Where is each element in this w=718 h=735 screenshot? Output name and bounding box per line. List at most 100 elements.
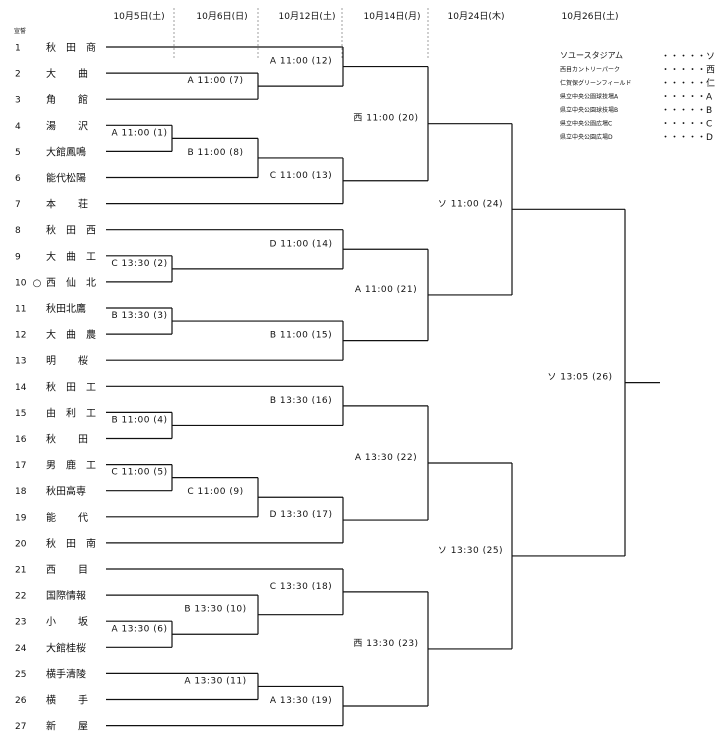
team-number: 12 xyxy=(15,331,26,341)
legend-venue-name: 県立中央公園球技場B xyxy=(560,106,618,114)
team-number: 2 xyxy=(15,70,21,80)
team-name: 西目 xyxy=(46,565,110,576)
legend-venue-name: 県立中央公園広場D xyxy=(560,133,613,141)
team-number: 7 xyxy=(15,200,21,210)
team-name: 横手 xyxy=(46,694,110,707)
game-label: 西 11:00 (20) xyxy=(353,113,418,124)
team-name: 大曲 xyxy=(46,67,110,80)
team-name: 秋田商 xyxy=(46,41,106,54)
team-name: 西仙北 xyxy=(46,276,106,289)
team-number: 19 xyxy=(15,513,27,523)
team-name: 能代 xyxy=(46,511,110,524)
game-label: C 11:00 (5) xyxy=(111,468,167,478)
legend-venue-abbr: ・・・・・A xyxy=(661,93,713,103)
team-number: 17 xyxy=(15,461,26,471)
game-label: A 11:00 (1) xyxy=(111,128,167,138)
team-name: 新屋 xyxy=(46,720,110,733)
team-number: 1 xyxy=(15,44,21,54)
game-label: A 13:30 (22) xyxy=(355,453,417,463)
game-label: C 13:30 (18) xyxy=(270,582,332,592)
game-label: A 13:30 (11) xyxy=(184,676,246,686)
game-label: B 11:00 (15) xyxy=(270,331,332,341)
team-number: 9 xyxy=(15,252,21,262)
team-name: 由利工 xyxy=(46,406,106,419)
team-number: 18 xyxy=(15,487,27,497)
team-number: 15 xyxy=(15,409,26,419)
team-name: 秋田北鷹 xyxy=(46,302,86,315)
game-labels: A 11:00 (7) A 11:00 (12) A 11:00 (1) B 11:0… xyxy=(111,57,612,706)
game-label: A 11:00 (7) xyxy=(187,76,243,86)
date-separators xyxy=(173,8,429,60)
team-name: 能代松陽 xyxy=(46,172,86,185)
date-header: 10月24日(木) xyxy=(448,10,505,22)
team-number: 11 xyxy=(15,305,26,315)
team-number: 14 xyxy=(15,383,27,393)
team-name: 秋田西 xyxy=(46,224,106,237)
legend-venue-name: 県立中央公園球技場A xyxy=(560,93,619,101)
team-number: 24 xyxy=(15,644,27,654)
game-label: C 11:00 (13) xyxy=(270,171,332,181)
date-header: 10月6日(日) xyxy=(196,11,247,22)
legend-venue-abbr: ・・・・・西 xyxy=(661,65,715,76)
date-headers: 10月5日(土) 10月6日(日) 10月12日(土) 10月14日(月) 10月24日… xyxy=(113,10,618,22)
legend-venue-name: 仁賀保グリーンフィールド xyxy=(560,79,631,87)
game-label: C 11:00 (9) xyxy=(187,487,243,497)
team-name: 大館鳳鳴 xyxy=(46,145,86,158)
legend-venue-name: 西目カントリーパーク xyxy=(560,67,620,74)
legend-venue-abbr: ・・・・・C xyxy=(661,120,712,130)
team-number: 10 xyxy=(15,278,27,288)
bracket-lines xyxy=(106,46,660,727)
team-name: 大館桂桜 xyxy=(46,641,86,654)
game-label: B 13:30 (10) xyxy=(184,605,246,615)
team-number: 8 xyxy=(15,226,21,236)
team-number: 6 xyxy=(15,174,21,184)
game-label: B 13:30 (3) xyxy=(111,311,167,321)
game-label: A 13:30 (6) xyxy=(111,624,167,634)
date-header: 10月26日(土) xyxy=(562,10,619,22)
legend-venue-abbr: ・・・・・B xyxy=(661,106,712,116)
game-label: ソ 13:05 (26) xyxy=(547,373,612,383)
legend-venue-abbr: ・・・・・ソ xyxy=(661,52,715,62)
team-name: 秋田南 xyxy=(46,537,106,550)
team-name: 明桜 xyxy=(46,354,110,367)
team-name: 大曲農 xyxy=(46,328,106,341)
date-header: 10月14日(月) xyxy=(364,11,421,22)
game-label: 西 13:30 (23) xyxy=(353,638,418,649)
team-name: 大曲工 xyxy=(46,250,106,263)
legend-venue-name: ソユースタジアム xyxy=(560,51,623,60)
seed-label: 宣誓 xyxy=(14,27,26,35)
team-number: 26 xyxy=(15,696,27,706)
date-header: 10月5日(土) xyxy=(113,10,164,22)
legend-venue-abbr: ・・・・・D xyxy=(661,133,713,143)
game-label: A 13:30 (19) xyxy=(270,696,332,706)
game-label: A 11:00 (21) xyxy=(355,285,417,295)
game-label: D 13:30 (17) xyxy=(269,510,332,520)
team-name: 角館 xyxy=(46,93,110,106)
team-name: 本荘 xyxy=(46,198,110,211)
game-label: ソ 13:30 (25) xyxy=(438,546,503,556)
team-number: 5 xyxy=(15,148,21,158)
team-number: 13 xyxy=(15,357,26,367)
team-number: 22 xyxy=(15,592,26,602)
team-name: 男鹿工 xyxy=(46,459,106,472)
game-label: A 11:00 (12) xyxy=(270,57,332,67)
team-number: 4 xyxy=(15,122,21,132)
game-label: B 13:30 (16) xyxy=(270,396,332,406)
game-label: C 13:30 (2) xyxy=(111,259,167,269)
team-name: 秋田 xyxy=(46,433,110,446)
team-number: 27 xyxy=(15,722,26,732)
team-name: 秋田高専 xyxy=(46,485,86,498)
date-header: 10月12日(土) xyxy=(279,10,336,22)
game-label: ソ 11:00 (24) xyxy=(438,199,503,209)
team-number: 3 xyxy=(15,96,21,106)
team-number: 16 xyxy=(15,435,27,445)
game-label: D 11:00 (14) xyxy=(269,239,332,249)
game-label: B 11:00 (8) xyxy=(187,148,243,158)
team-name: 湯沢 xyxy=(46,119,110,132)
team-number: 21 xyxy=(15,566,26,576)
team-mark: ○ xyxy=(33,278,42,289)
legend-venue-abbr: ・・・・・仁 xyxy=(661,77,715,89)
team-number: 25 xyxy=(15,670,26,680)
